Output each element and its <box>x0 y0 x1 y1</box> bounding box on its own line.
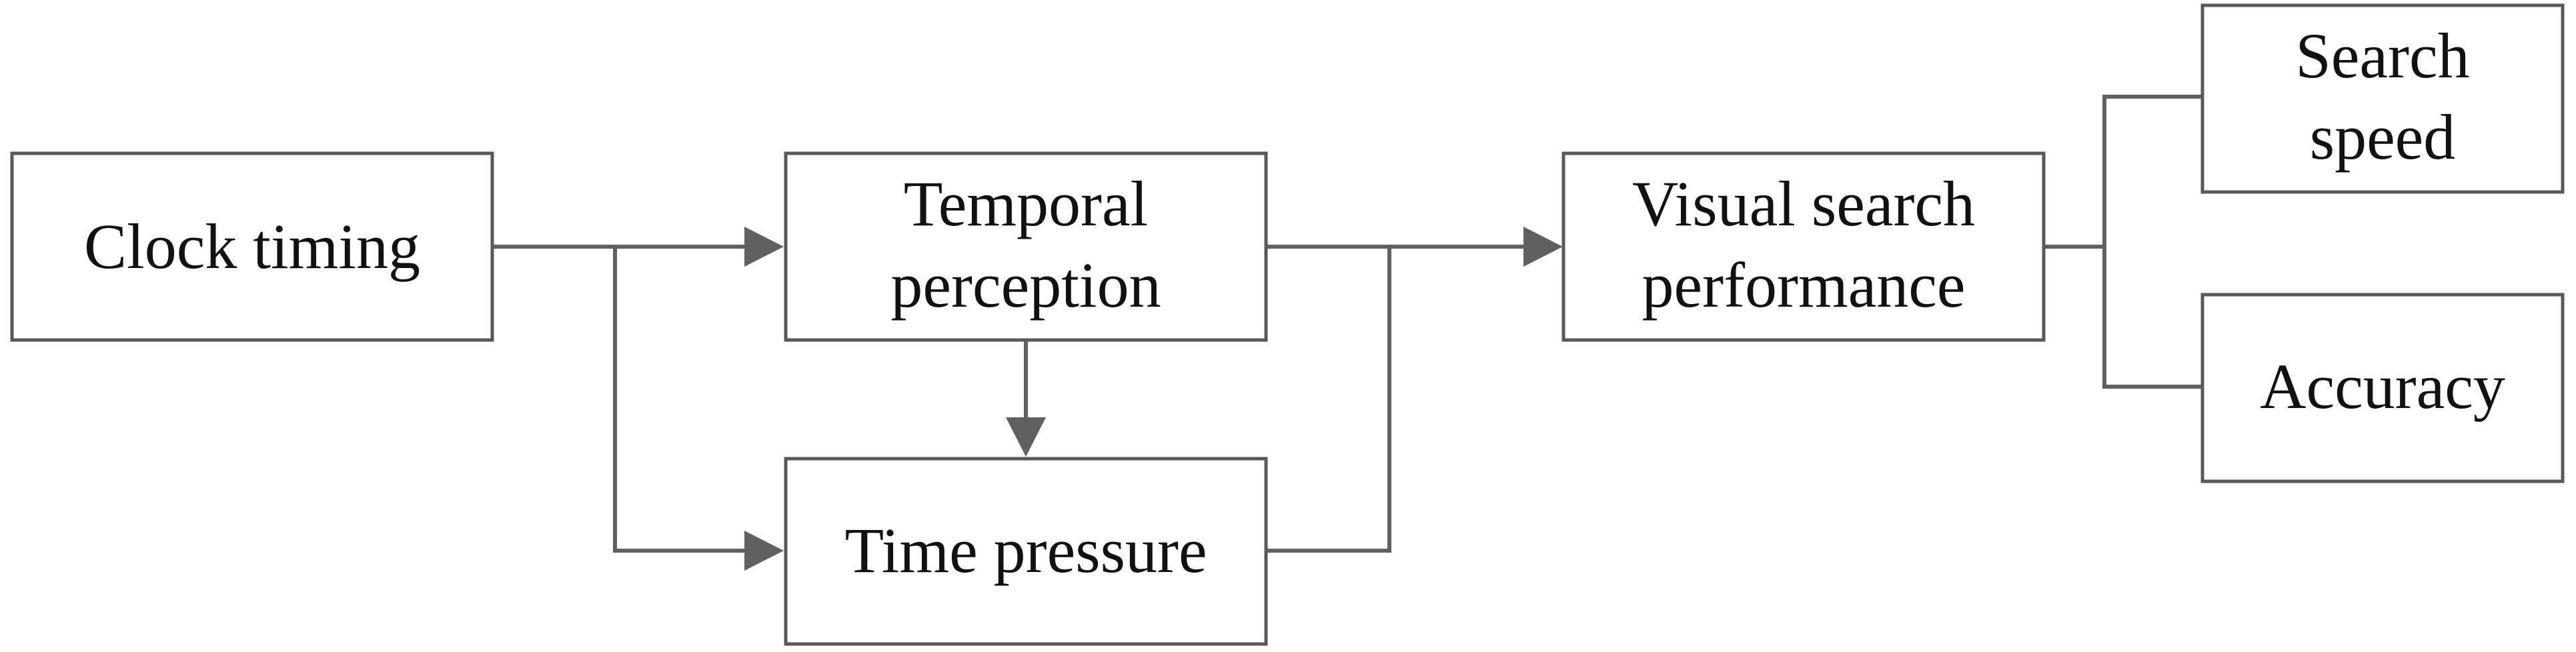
node-label-line-2: speed <box>2310 101 2456 173</box>
node-box <box>2200 3 2565 194</box>
node-label: Clock timing <box>84 211 420 282</box>
arrowhead-pressure-left <box>744 531 784 571</box>
node-label-line-1: Search <box>2295 20 2469 91</box>
node-temporal-perception: Temporal perception <box>784 151 1268 342</box>
node-clock-timing: Clock timing <box>10 151 494 342</box>
node-label-line-2: perception <box>890 249 1161 321</box>
edge-branch-to-speed-and-accuracy <box>2102 95 2201 389</box>
node-box <box>784 457 1268 646</box>
node-label-line-1: Visual search <box>1632 168 1975 239</box>
node-time-pressure: Time pressure <box>784 457 1268 646</box>
node-search-speed: Search speed <box>2200 3 2565 194</box>
edge-pressure-to-visual <box>1266 247 1391 553</box>
arrowhead-temporal-left <box>744 227 784 267</box>
node-box <box>10 151 494 342</box>
node-visual-search-performance: Visual search performance <box>1561 151 2046 342</box>
node-label: Accuracy <box>2260 351 2505 422</box>
node-label-line-1: Temporal <box>904 168 1148 239</box>
node-accuracy: Accuracy <box>2200 293 2565 483</box>
node-box <box>784 151 1268 342</box>
connectors <box>492 95 2201 571</box>
node-label: Time pressure <box>844 515 1207 586</box>
node-box <box>1561 151 2046 342</box>
node-label-line-2: performance <box>1642 249 1965 321</box>
arrowhead-visual-left <box>1523 227 1563 267</box>
arrowhead-pressure-top <box>1006 417 1046 457</box>
node-box <box>2200 293 2565 483</box>
edge-clock-to-pressure <box>613 247 748 553</box>
